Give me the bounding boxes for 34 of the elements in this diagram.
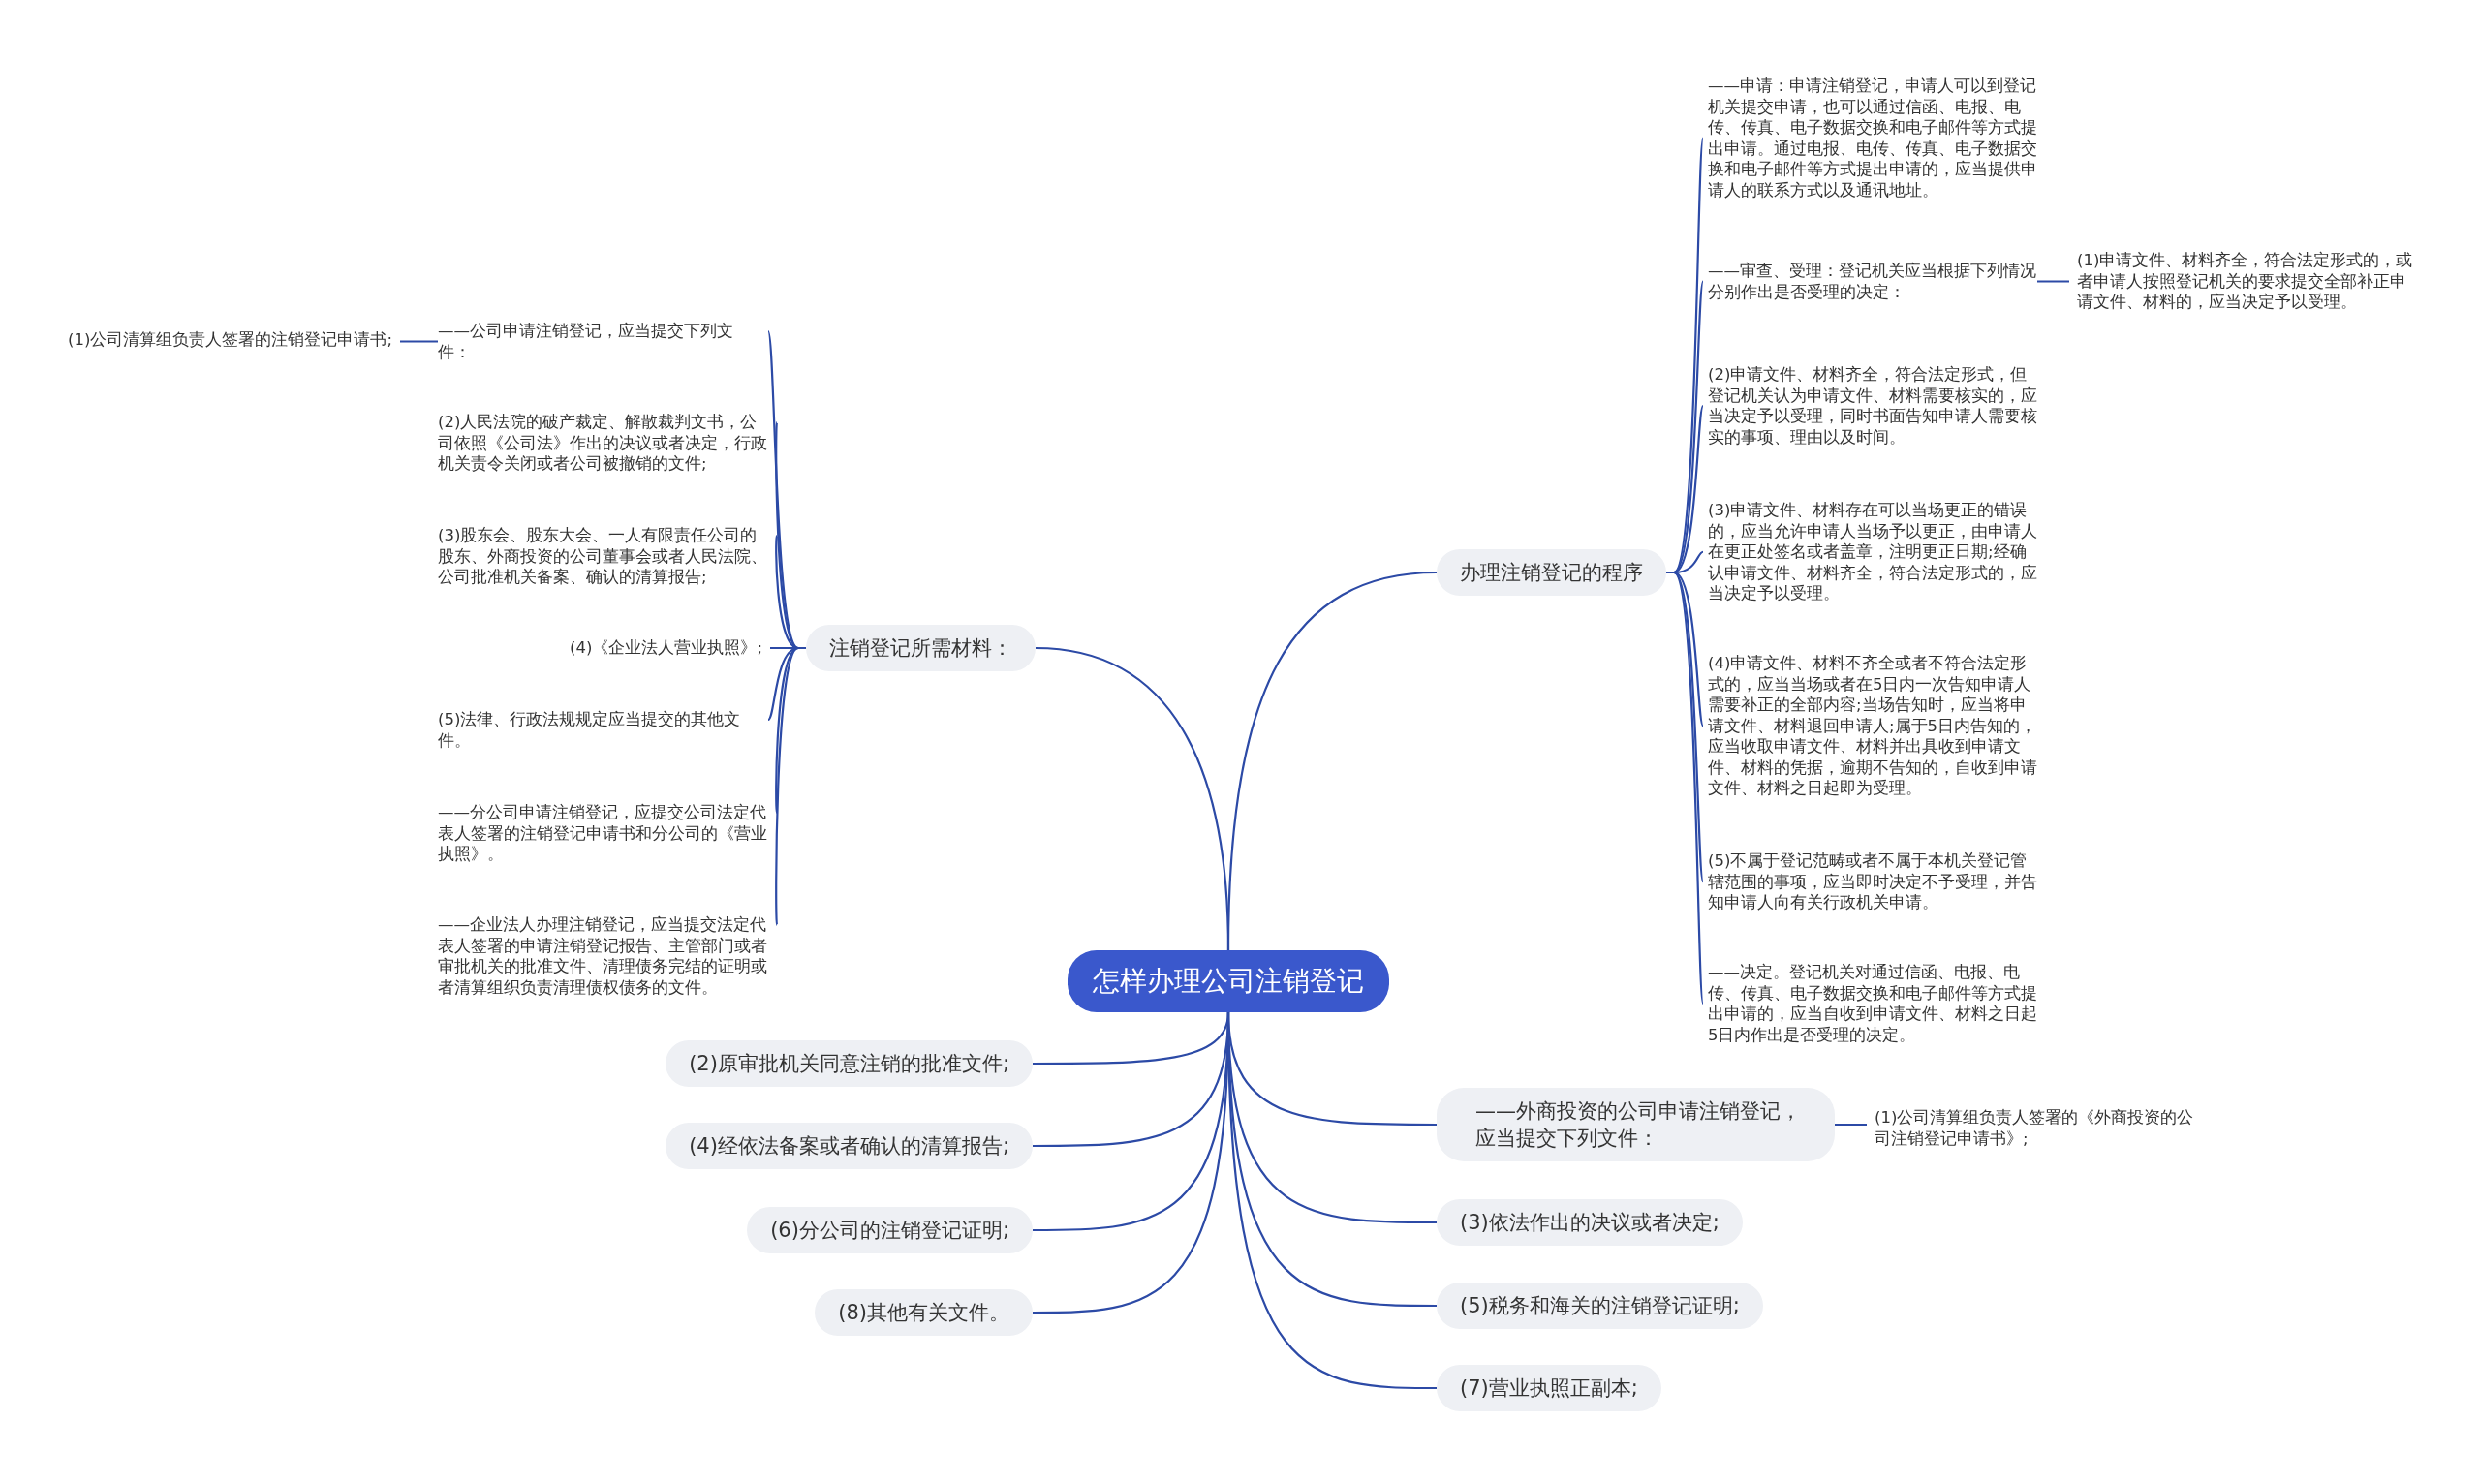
note-text: ——决定。登记机关对通过信函、电报、电传、传真、电子数据交换和电子邮件等方式提出申请的，应当自收到申请文件、材料之日起5日内作出是否受理的决定。 [1708,962,2042,1045]
topic-pill: (2)原审批机关同意注销的批准文件; [666,1040,1033,1087]
note-text: (4)《企业法人营业执照》; [570,637,762,659]
topic-pill: (8)其他有关文件。 [815,1289,1033,1336]
topic-pill: (6)分公司的注销登记证明; [747,1207,1033,1253]
connector-line [1226,1011,1437,1390]
note-text: ——审查、受理：登记机关应当根据下列情况分别作出是否受理的决定： [1708,261,2037,302]
connector-line [1666,571,1705,1005]
connector-line [1226,571,1438,951]
topic-pill: (4)经依法备案或者确认的清算报告; [666,1123,1033,1169]
connector-line [2037,280,2069,283]
topic-pill: 办理注销登记的程序 [1437,549,1666,596]
note-text: (5)法律、行政法规规定应当提交的其他文件。 [438,709,763,751]
note-text: (3)股东会、股东大会、一人有限责任公司的股东、外商投资的公司董事会或者人民法院、公司批准机关备案、确认的清算报告; [438,525,772,588]
note-text: (2)人民法院的破产裁定、解散裁判文书，公司依照《公司法》作出的决议或者决定，行政机关责令关闭或者公司被撤销的文件; [438,412,772,475]
central-topic: 怎样办理公司注销登记 [1068,950,1389,1012]
connector-line [400,340,438,343]
note-text: ——企业法人办理注销登记，应当提交法定代表人签署的申请注销登记报告、主管部门或者审批机关的批准文件、清理债务完结的证明或者清算组织负责清理债权债务的文件。 [438,914,772,998]
note-text: (5)不属于登记范畴或者不属于本机关登记管辖范围的事项，应当即时决定不予受理，并告知申请人向有关行政机关申请。 [1708,850,2042,913]
topic-pill: ——外商投资的公司申请注销登记，应当提交下列文件： [1437,1088,1835,1161]
note-text: (4)申请文件、材料不齐全或者不符合法定形式的，应当当场或者在5日内一次告知申请人需要补正的全部内容;当场告知时，应当将申请文件、材料退回申请人;属于5日内告知的，应当收取申请文件、材料并出具收到申请文件、材料的凭据，逾期不告知的，自收到申请文件、材料之日起即为受理。 [1708,653,2042,799]
note-text: (1)公司清算组负责人签署的《外商投资的公司注销登记申请书》; [1875,1107,2204,1149]
note-text: ——分公司申请注销登记，应提交公司法定代表人签署的注销登记申请书和分公司的《营业执照》。 [438,802,772,865]
note-text: (1)申请文件、材料齐全，符合法定形式的，或者申请人按照登记机关的要求提交全部补正申请文件、材料的，应当决定予以受理。 [2077,250,2414,313]
connector-line [1835,1123,1867,1127]
note-text: (1)公司清算组负责人签署的注销登记申请书; [68,329,392,351]
topic-pill: (7)营业执照正副本; [1437,1365,1661,1411]
topic-pill: (3)依法作出的决议或者决定; [1437,1199,1743,1246]
note-text: ——申请：申请注销登记，申请人可以到登记机关提交申请，也可以通过信函、电报、电传、传真、电子数据交换和电子邮件等方式提出申请。通过电报、电传、传真、电子数据交换和电子邮件等方式提出申请的，应当提供申请人的联系方式以及通讯地址。 [1708,76,2042,201]
note-text: (2)申请文件、材料齐全，符合法定形式，但登记机关认为申请文件、材料需要核实的，应当决定予以受理，同时书面告知申请人需要核实的事项、理由以及时间。 [1708,364,2042,448]
note-text: ——公司申请注销登记，应当提交下列文件： [438,321,763,362]
topic-pill: (5)税务和海关的注销登记证明; [1437,1283,1763,1329]
note-text: (3)申请文件、材料存在可以当场更正的错误的，应当允许申请人当场予以更正，由申请人在更正处签名或者盖章，注明更正日期;经确认申请文件、材料齐全，符合法定形式的，应当决定予以受理。 [1708,500,2042,604]
topic-pill: 注销登记所需材料： [806,625,1036,671]
